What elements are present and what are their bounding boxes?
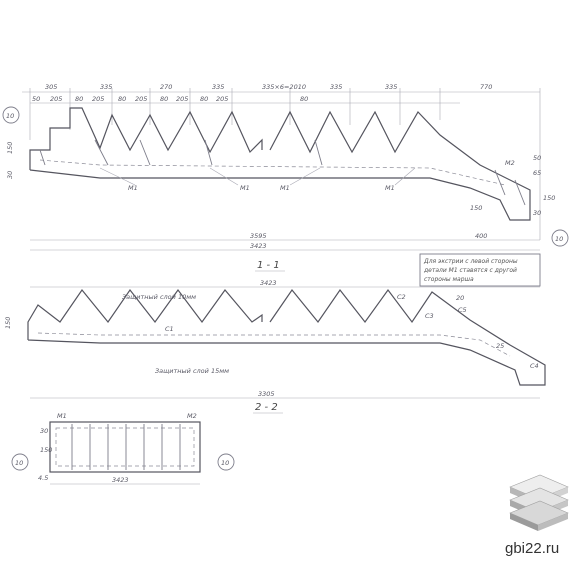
rebar-hatch-a [39,139,526,206]
section-2-outline [49,421,201,473]
section-2-mark-m2: M2 [187,412,197,420]
dim-second-9: 80 [200,95,208,103]
section-1-left-dim: 150 [4,317,12,329]
dim-top-4: 335 [212,83,224,91]
section-2-left-dim-2: 150 [40,446,52,454]
section-1-1: 1 - 1 3423 Защитный слой 10мм Защитный с… [4,260,546,399]
dim-second-2: 205 [50,95,62,103]
dim-top-8: 770 [480,83,492,91]
left-mark-2: 30 [6,171,14,179]
rebar-mark-m1-c: M1 [280,184,290,192]
section-2-circle-right-label: 10 [221,459,229,467]
section-2-bottom-dim: 3423 [112,476,129,484]
section-2-title: 2 - 2 [255,402,278,413]
note-box [419,253,541,287]
section-2-bars [71,424,181,470]
rebar-mark-m1-d: M1 [385,184,395,192]
section-1-label-bottom: Защитный слой 15мм [155,367,229,375]
section-1-top-dim: 3423 [260,279,277,287]
section-2-mark-m1: M1 [57,412,67,420]
rebar-mark-m1-b: M1 [240,184,250,192]
stair-underside-a [39,159,506,186]
stair-profile-a [29,107,531,221]
right-dim-5: 150 [470,204,482,212]
bottom-dim-3: 400 [475,232,487,240]
section-2-left-dim-1: 30 [40,427,48,435]
callout-circle-right-label: 10 [555,235,563,243]
section-2-2: 2 - 2 M1 M2 30 150 4.5 3423 10 10 [11,402,283,485]
bar-mark-c5: C5 [458,306,467,314]
rebar-mark-m2: M2 [505,159,515,167]
section-1-small-dim-2: 25 [496,342,504,350]
section-1-small-dim-1: 20 [456,294,464,302]
site-watermark: gbi22.ru [505,540,559,557]
section-1-title: 1 - 1 [257,260,280,271]
right-dim-4: 65 [533,169,541,177]
callout-circle-left-label: 10 [6,112,14,120]
section-1-label-top: Защитный слой 10мм [122,293,196,301]
bar-mark-c2: C2 [397,293,406,301]
dim-second-6: 205 [135,95,147,103]
dim-second-4: 205 [92,95,104,103]
dim-top-1: 305 [45,83,57,91]
section-1-bottom-dim: 3305 [258,390,275,398]
dim-second-11: 80 [300,95,308,103]
left-mark-1: 150 [6,142,14,154]
bottom-dim-1: 3595 [250,232,267,240]
dim-second-10: 205 [216,95,228,103]
right-dim-1: 50 [533,154,541,162]
stacked-slabs-logo [509,474,569,531]
right-dim-3: 30 [533,209,541,217]
note-line-2: детали М1 ставятся с другой [423,267,517,274]
dim-top-3: 270 [160,83,172,91]
dim-top-5: 335×6=2010 [262,83,306,91]
callout-circle-left [2,106,20,124]
dim-top-7: 335 [385,83,397,91]
dim-top-2: 335 [100,83,112,91]
dim-second-7: 80 [160,95,168,103]
stair-profile-section-1 [27,288,546,386]
section-2-circle-left-label: 10 [15,459,23,467]
section-2-inner [55,427,195,467]
dim-second-1: 50 [32,95,40,103]
bottom-dim-2: 3423 [250,242,267,250]
dim-second-8: 205 [176,95,188,103]
rebar-mark-m1-a: M1 [128,184,138,192]
note-line-3: стороны марша [424,276,474,283]
dim-second-5: 80 [118,95,126,103]
dim-top-6: 335 [330,83,342,91]
section-1-rebar-line [37,332,511,357]
bar-mark-c3: C3 [425,312,434,320]
section-2-circle-left [11,453,29,471]
dim-second-3: 80 [75,95,83,103]
section-2-circle-right [217,453,235,471]
bar-mark-c1: C1 [165,325,174,333]
callout-circle-right [551,229,569,247]
view-a-elevation: 305 335 270 335 335×6=2010 335 335 770 5… [2,83,569,287]
bar-mark-c4: C4 [530,362,539,370]
right-dim-2: 150 [543,194,555,202]
section-2-left-dim-3: 4.5 [38,474,48,482]
note-line-1: Для экстрии с левой стороны [423,258,518,265]
